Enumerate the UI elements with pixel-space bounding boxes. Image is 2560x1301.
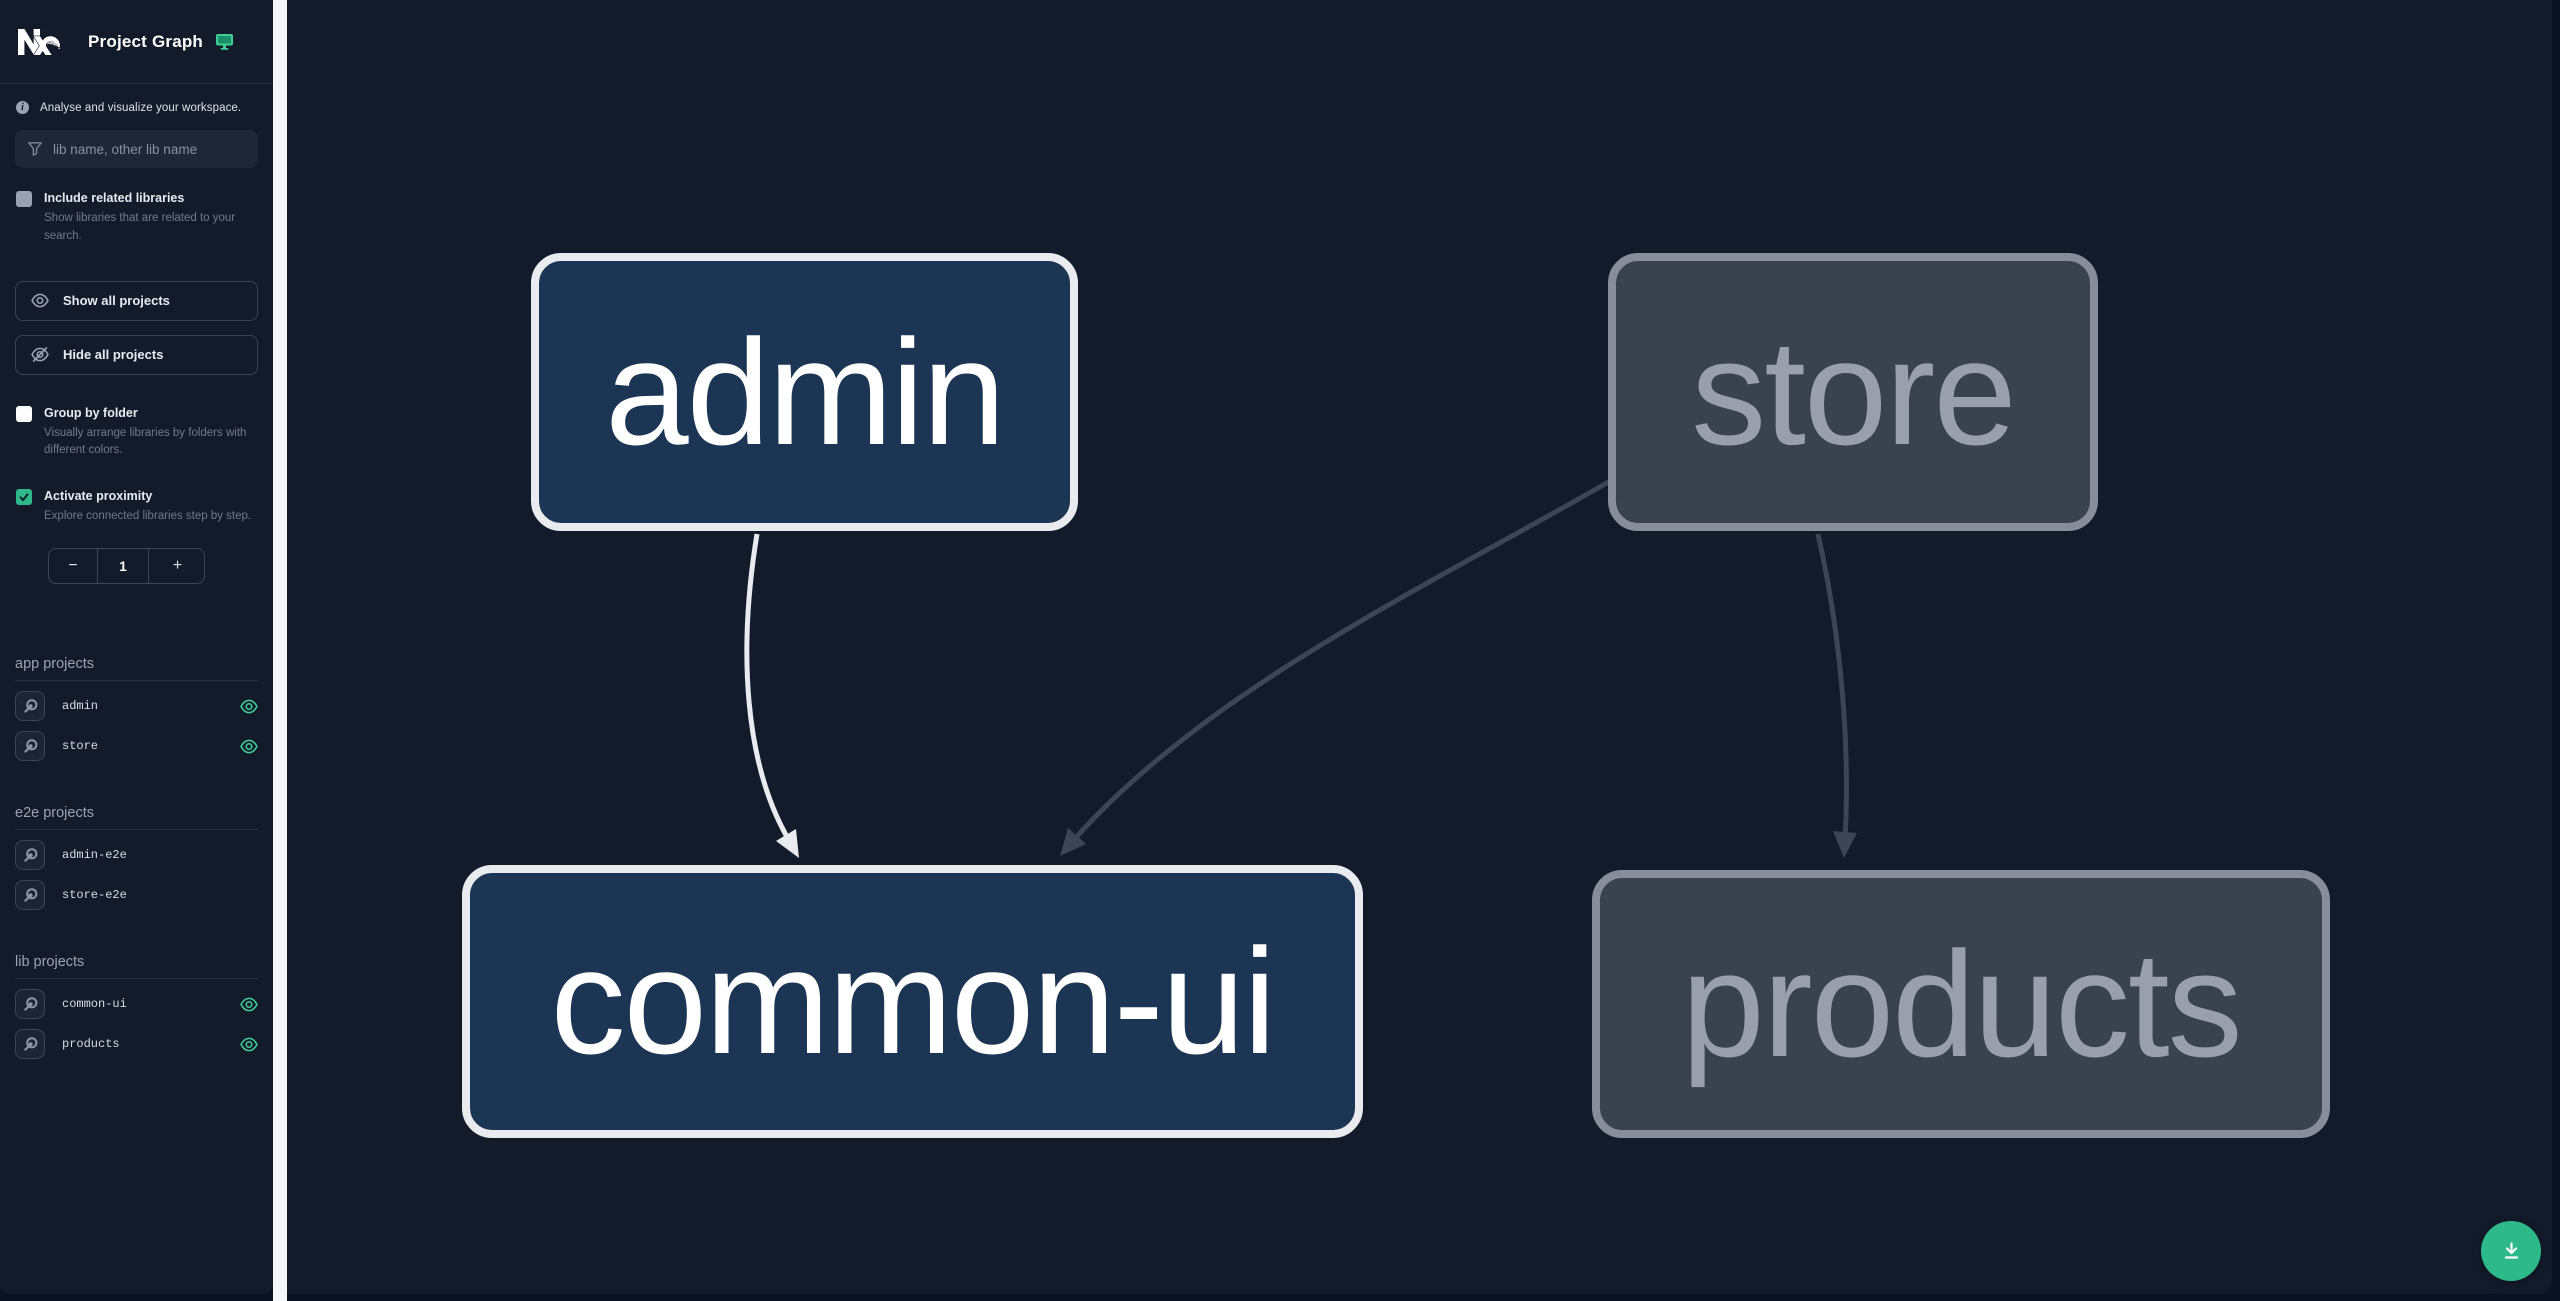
section-title: e2e projects <box>15 805 258 830</box>
focus-project-button[interactable] <box>15 840 45 870</box>
focus-icon <box>23 738 37 753</box>
project-name: admin-e2e <box>62 848 127 862</box>
project-name: common-ui <box>62 997 127 1011</box>
sidebar-header: Project Graph <box>0 0 273 84</box>
focus-icon <box>23 1036 37 1051</box>
eye-icon <box>31 293 49 308</box>
graph-node-admin[interactable]: admin <box>531 253 1078 531</box>
project-row-store-e2e: store-e2e <box>15 880 258 910</box>
graph-node-store[interactable]: store <box>1608 253 2098 531</box>
monitor-icon <box>216 34 234 50</box>
focus-project-button[interactable] <box>15 989 45 1019</box>
project-row-store: store <box>15 731 258 761</box>
activate-proximity-checkbox[interactable] <box>16 488 32 505</box>
toggle-visibility-eye-icon[interactable] <box>240 1037 258 1052</box>
search-box <box>15 130 258 168</box>
edge-store-to-products <box>1815 533 1857 858</box>
focus-icon <box>23 996 37 1011</box>
section-lib-projects: lib projects common-ui <box>15 954 258 1059</box>
checkmark-icon <box>19 492 29 501</box>
activate-proximity-label: Activate proximity <box>44 488 153 503</box>
nx-logo <box>18 28 60 55</box>
search-input[interactable] <box>53 141 246 157</box>
option-group-by-folder: Group by folder Visually arrange librari… <box>16 405 258 460</box>
group-by-folder-checkbox[interactable] <box>16 405 32 422</box>
proximity-decrease-button[interactable]: − <box>49 549 97 583</box>
focus-icon <box>23 887 37 902</box>
page-title: Project Graph <box>88 31 204 51</box>
section-app-projects: app projects admin <box>15 656 258 761</box>
section-title: lib projects <box>15 954 258 979</box>
node-label: products <box>1681 919 2242 1088</box>
proximity-increase-button[interactable]: + <box>149 549 206 583</box>
show-all-projects-label: Show all projects <box>63 293 170 309</box>
node-label: common-ui <box>550 917 1277 1085</box>
section-e2e-projects: e2e projects admin-e2e store-e2e <box>15 805 258 910</box>
hide-all-projects-button[interactable]: Hide all projects <box>15 334 258 375</box>
graph-canvas[interactable]: admin store common-ui products <box>287 0 2552 1294</box>
include-related-checkbox[interactable] <box>16 191 32 207</box>
project-name: store-e2e <box>62 888 127 902</box>
focus-project-button[interactable] <box>15 691 45 721</box>
info-icon: i <box>16 101 29 114</box>
project-name: store <box>62 739 99 753</box>
tagline-text: Analyse and visualize your workspace. <box>40 101 242 114</box>
node-label: admin <box>605 307 1006 476</box>
project-name: admin <box>62 699 99 713</box>
edge-admin-to-common-ui <box>744 533 799 858</box>
sidebar-resizer[interactable] <box>273 0 287 1301</box>
graph-node-products[interactable]: products <box>1592 870 2330 1138</box>
include-related-description: Show libraries that are related to your … <box>44 212 236 242</box>
toggle-visibility-eye-icon[interactable] <box>240 739 258 754</box>
graph-node-common-ui[interactable]: common-ui <box>462 865 1363 1138</box>
focus-project-button[interactable] <box>15 880 45 910</box>
dependency-edges <box>744 477 1857 858</box>
option-activate-proximity: Activate proximity Explore connected lib… <box>16 488 258 526</box>
group-by-folder-description: Visually arrange libraries by folders wi… <box>44 427 247 457</box>
download-image-button[interactable] <box>2481 1221 2541 1281</box>
include-related-label: Include related libraries <box>44 191 185 205</box>
activate-proximity-description: Explore connected libraries step by step… <box>44 509 252 522</box>
workspace-tagline: i Analyse and visualize your workspace. <box>16 101 257 114</box>
toggle-visibility-eye-icon[interactable] <box>240 699 258 714</box>
proximity-stepper: − 1 + <box>48 548 205 584</box>
edge-store-to-common-ui <box>1060 477 1614 856</box>
project-name: products <box>62 1037 120 1051</box>
project-row-common-ui: common-ui <box>15 989 258 1019</box>
proximity-value: 1 <box>97 549 149 583</box>
option-include-related: Include related libraries Show libraries… <box>16 190 258 245</box>
focus-icon <box>23 698 37 713</box>
group-by-folder-label: Group by folder <box>44 405 138 420</box>
download-icon <box>2504 1242 2518 1259</box>
project-row-admin-e2e: admin-e2e <box>15 840 258 870</box>
hide-all-projects-label: Hide all projects <box>63 347 164 363</box>
focus-icon <box>23 847 37 862</box>
project-row-admin: admin <box>15 691 258 721</box>
section-title: app projects <box>15 656 258 681</box>
project-row-products: products <box>15 1029 258 1059</box>
sidebar: Project Graph i Analyse and visualize yo… <box>0 0 273 1294</box>
eye-off-icon <box>31 347 49 363</box>
show-all-projects-button[interactable]: Show all projects <box>15 280 258 321</box>
focus-project-button[interactable] <box>15 1029 45 1059</box>
toggle-visibility-eye-icon[interactable] <box>240 997 258 1012</box>
filter-funnel-icon <box>28 142 42 156</box>
focus-project-button[interactable] <box>15 731 45 761</box>
node-label: store <box>1691 307 2016 476</box>
